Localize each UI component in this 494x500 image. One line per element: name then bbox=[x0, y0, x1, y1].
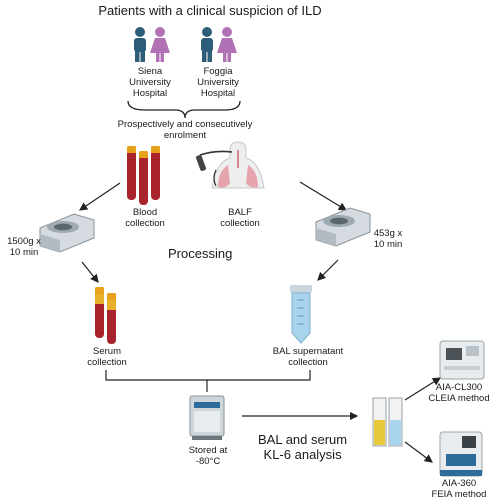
foggia-female-patient-icon bbox=[217, 27, 237, 62]
bronchoscopy-lungs-icon bbox=[196, 141, 265, 189]
freezer-icon bbox=[189, 395, 225, 440]
aia-cl300-analyzer-icon bbox=[439, 340, 485, 380]
blood-tubes-icon bbox=[127, 146, 160, 205]
left-centrifuge-icon bbox=[39, 213, 95, 253]
diagram-title: Patients with a clinical suspicion of IL… bbox=[98, 3, 322, 18]
foggia-male-patient-icon bbox=[201, 27, 213, 62]
storage-label: Stored at-80°C bbox=[188, 445, 228, 467]
bal-tube-icon bbox=[290, 285, 312, 344]
siena-male-patient-icon bbox=[134, 27, 146, 62]
cuvettes-icon bbox=[372, 397, 403, 447]
siena-female-patient-icon bbox=[150, 27, 170, 62]
aia-360-analyzer-icon bbox=[439, 431, 483, 477]
serum-tubes-icon bbox=[95, 287, 116, 344]
processing-label: Processing bbox=[168, 246, 233, 261]
enrolment-brace bbox=[127, 100, 241, 119]
right-centrifuge-icon bbox=[315, 207, 371, 247]
